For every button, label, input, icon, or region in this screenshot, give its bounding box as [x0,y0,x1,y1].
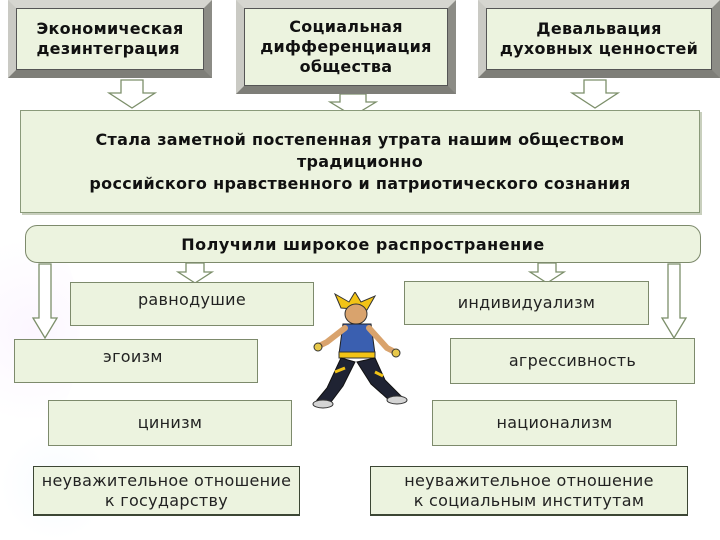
disrespect-inst-line-1: неуважительное отношение [404,470,654,490]
aggressiveness-label: агрессивность [508,351,637,370]
social-line-3: общества [299,57,393,76]
devaluation-text: Девальвация духовных ценностей [500,19,698,59]
disrespect-institutions-box: неуважительное отношение к социальным ин… [370,466,688,516]
social-line-1: Социальная [289,17,403,36]
nationalism-label: национализм [496,413,613,432]
egoism-label: эгоизм [103,347,163,366]
down-arrow-3 [569,79,621,109]
center-line-1: Стала заметной постепенная утрата нашим … [95,129,625,149]
down-arrow-2 [327,93,379,117]
economic-disintegration-text: Экономическая дезинтеграция [36,19,183,59]
disrespect-state-text: неуважительное отношение к государству [42,471,292,511]
indifference-label: равнодушие [137,290,247,309]
devaluation-line-1: Девальвация [536,19,662,38]
nationalism-box: национализм [432,400,677,446]
cynicism-box: цинизм [48,400,292,446]
devaluation-box: Девальвация духовных ценностей [478,0,720,78]
disrespect-state-box: неуважительное отношение к государству [33,466,300,516]
disrespect-state-line-2: к государству [104,490,229,510]
long-arrow-right [660,263,688,340]
devaluation-line-2: духовных ценностей [499,39,699,58]
indifference-box: равнодушие [70,282,314,326]
economic-line-2: дезинтеграция [36,39,180,58]
center-line-2: традиционно [296,151,424,171]
disrespect-inst-line-2: к социальным институтам [413,490,645,510]
center-line-3: российского нравственного и патриотическ… [89,173,631,193]
aggressiveness-box: агрессивность [450,338,695,384]
loss-of-consciousness-text: Стала заметной постепенная утрата нашим … [89,129,630,195]
social-line-2: дифференциация [260,37,432,56]
individualism-box: индивидуализм [404,281,649,325]
egoism-box: эгоизм [14,339,258,383]
widespread-label: Получили широкое распространение [181,234,545,254]
down-arrow-individualism [527,262,567,284]
social-differentiation-text: Социальная дифференциация общества [260,17,432,77]
down-arrow-1 [106,79,158,109]
disrespect-state-line-1: неуважительное отношение [41,470,292,490]
economic-disintegration-box: Экономическая дезинтеграция [8,0,212,78]
individualism-label: индивидуализм [457,293,596,312]
social-differentiation-box: Социальная дифференциация общества [236,0,456,94]
fighter-illustration [312,292,408,409]
loss-of-consciousness-box: Стала заметной постепенная утрата нашим … [20,110,700,213]
long-arrow-left [31,263,59,340]
widespread-bar: Получили широкое распространение [25,225,701,263]
economic-line-1: Экономическая [36,19,184,38]
cynicism-label: цинизм [137,413,203,432]
disrespect-institutions-text: неуважительное отношение к социальным ин… [404,471,654,511]
down-arrow-indifference [175,262,215,284]
